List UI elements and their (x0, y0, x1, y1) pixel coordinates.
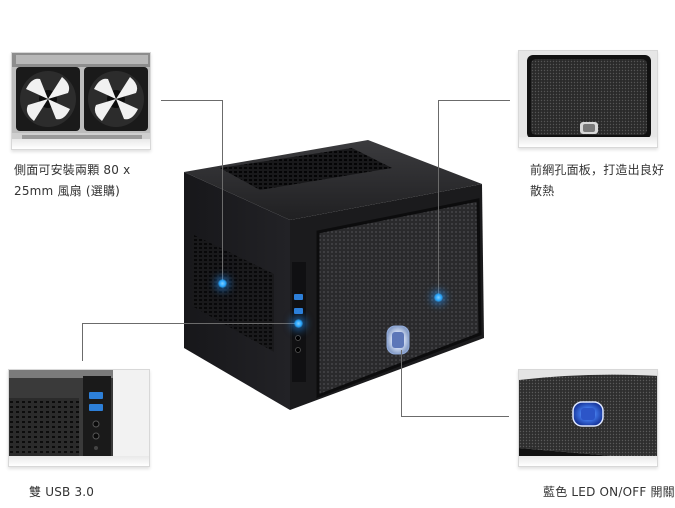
front-mesh-image (519, 51, 657, 147)
led-image (519, 370, 657, 466)
highlight-dot-fans (218, 279, 227, 288)
case-top (184, 140, 482, 220)
leader-line-fans (161, 100, 223, 101)
reflection (9, 456, 149, 466)
case-illustration (184, 140, 484, 410)
front-mesh-caption-line1: 前網孔面板，打造出良好 (530, 163, 665, 177)
usb-caption: 雙 USB 3.0 (29, 485, 95, 499)
usb-port (294, 308, 303, 314)
reflection (519, 456, 657, 466)
led-thumbnail (518, 369, 658, 467)
side-fans-caption-line1: 側面可安裝兩顆 80 x (14, 163, 131, 177)
coolermaster-logo (386, 325, 410, 355)
usb-port (294, 294, 303, 300)
leader-line-fans (222, 100, 223, 284)
top-vent (220, 148, 392, 190)
reflection (12, 139, 150, 149)
fan-icon (84, 67, 148, 131)
side-vent (192, 234, 274, 352)
front-mesh (316, 198, 482, 399)
side-fans-thumbnail (11, 52, 151, 150)
led-caption: 藍色 LED ON/OFF 開關 (543, 485, 675, 499)
front-mesh-caption-line2: 散熱 (530, 184, 555, 198)
leader-line-led (401, 416, 509, 417)
reflection (519, 137, 657, 147)
fan-icon (16, 67, 80, 131)
coolermaster-logo (572, 401, 604, 427)
leader-line-mesh (438, 100, 439, 298)
side-fans-image (12, 53, 150, 149)
leader-line-led (401, 350, 402, 417)
side-fans-caption-line2: 25mm 風扇 (選購) (14, 184, 121, 198)
side-fans-caption: 側面可安裝兩顆 80 x 25mm 風扇 (選購) (14, 160, 174, 202)
coolermaster-logo (580, 122, 598, 134)
leader-line-mesh (438, 100, 510, 101)
front-mesh-thumbnail (518, 50, 658, 148)
leader-line-usb (82, 323, 83, 361)
highlight-dot-mesh (434, 293, 443, 302)
leader-line-usb (82, 323, 298, 324)
highlight-dot-usb (294, 319, 303, 328)
front-mesh-caption: 前網孔面板，打造出良好 散熱 (530, 160, 670, 202)
usb-thumbnail (8, 369, 150, 467)
usb-image (9, 370, 149, 466)
